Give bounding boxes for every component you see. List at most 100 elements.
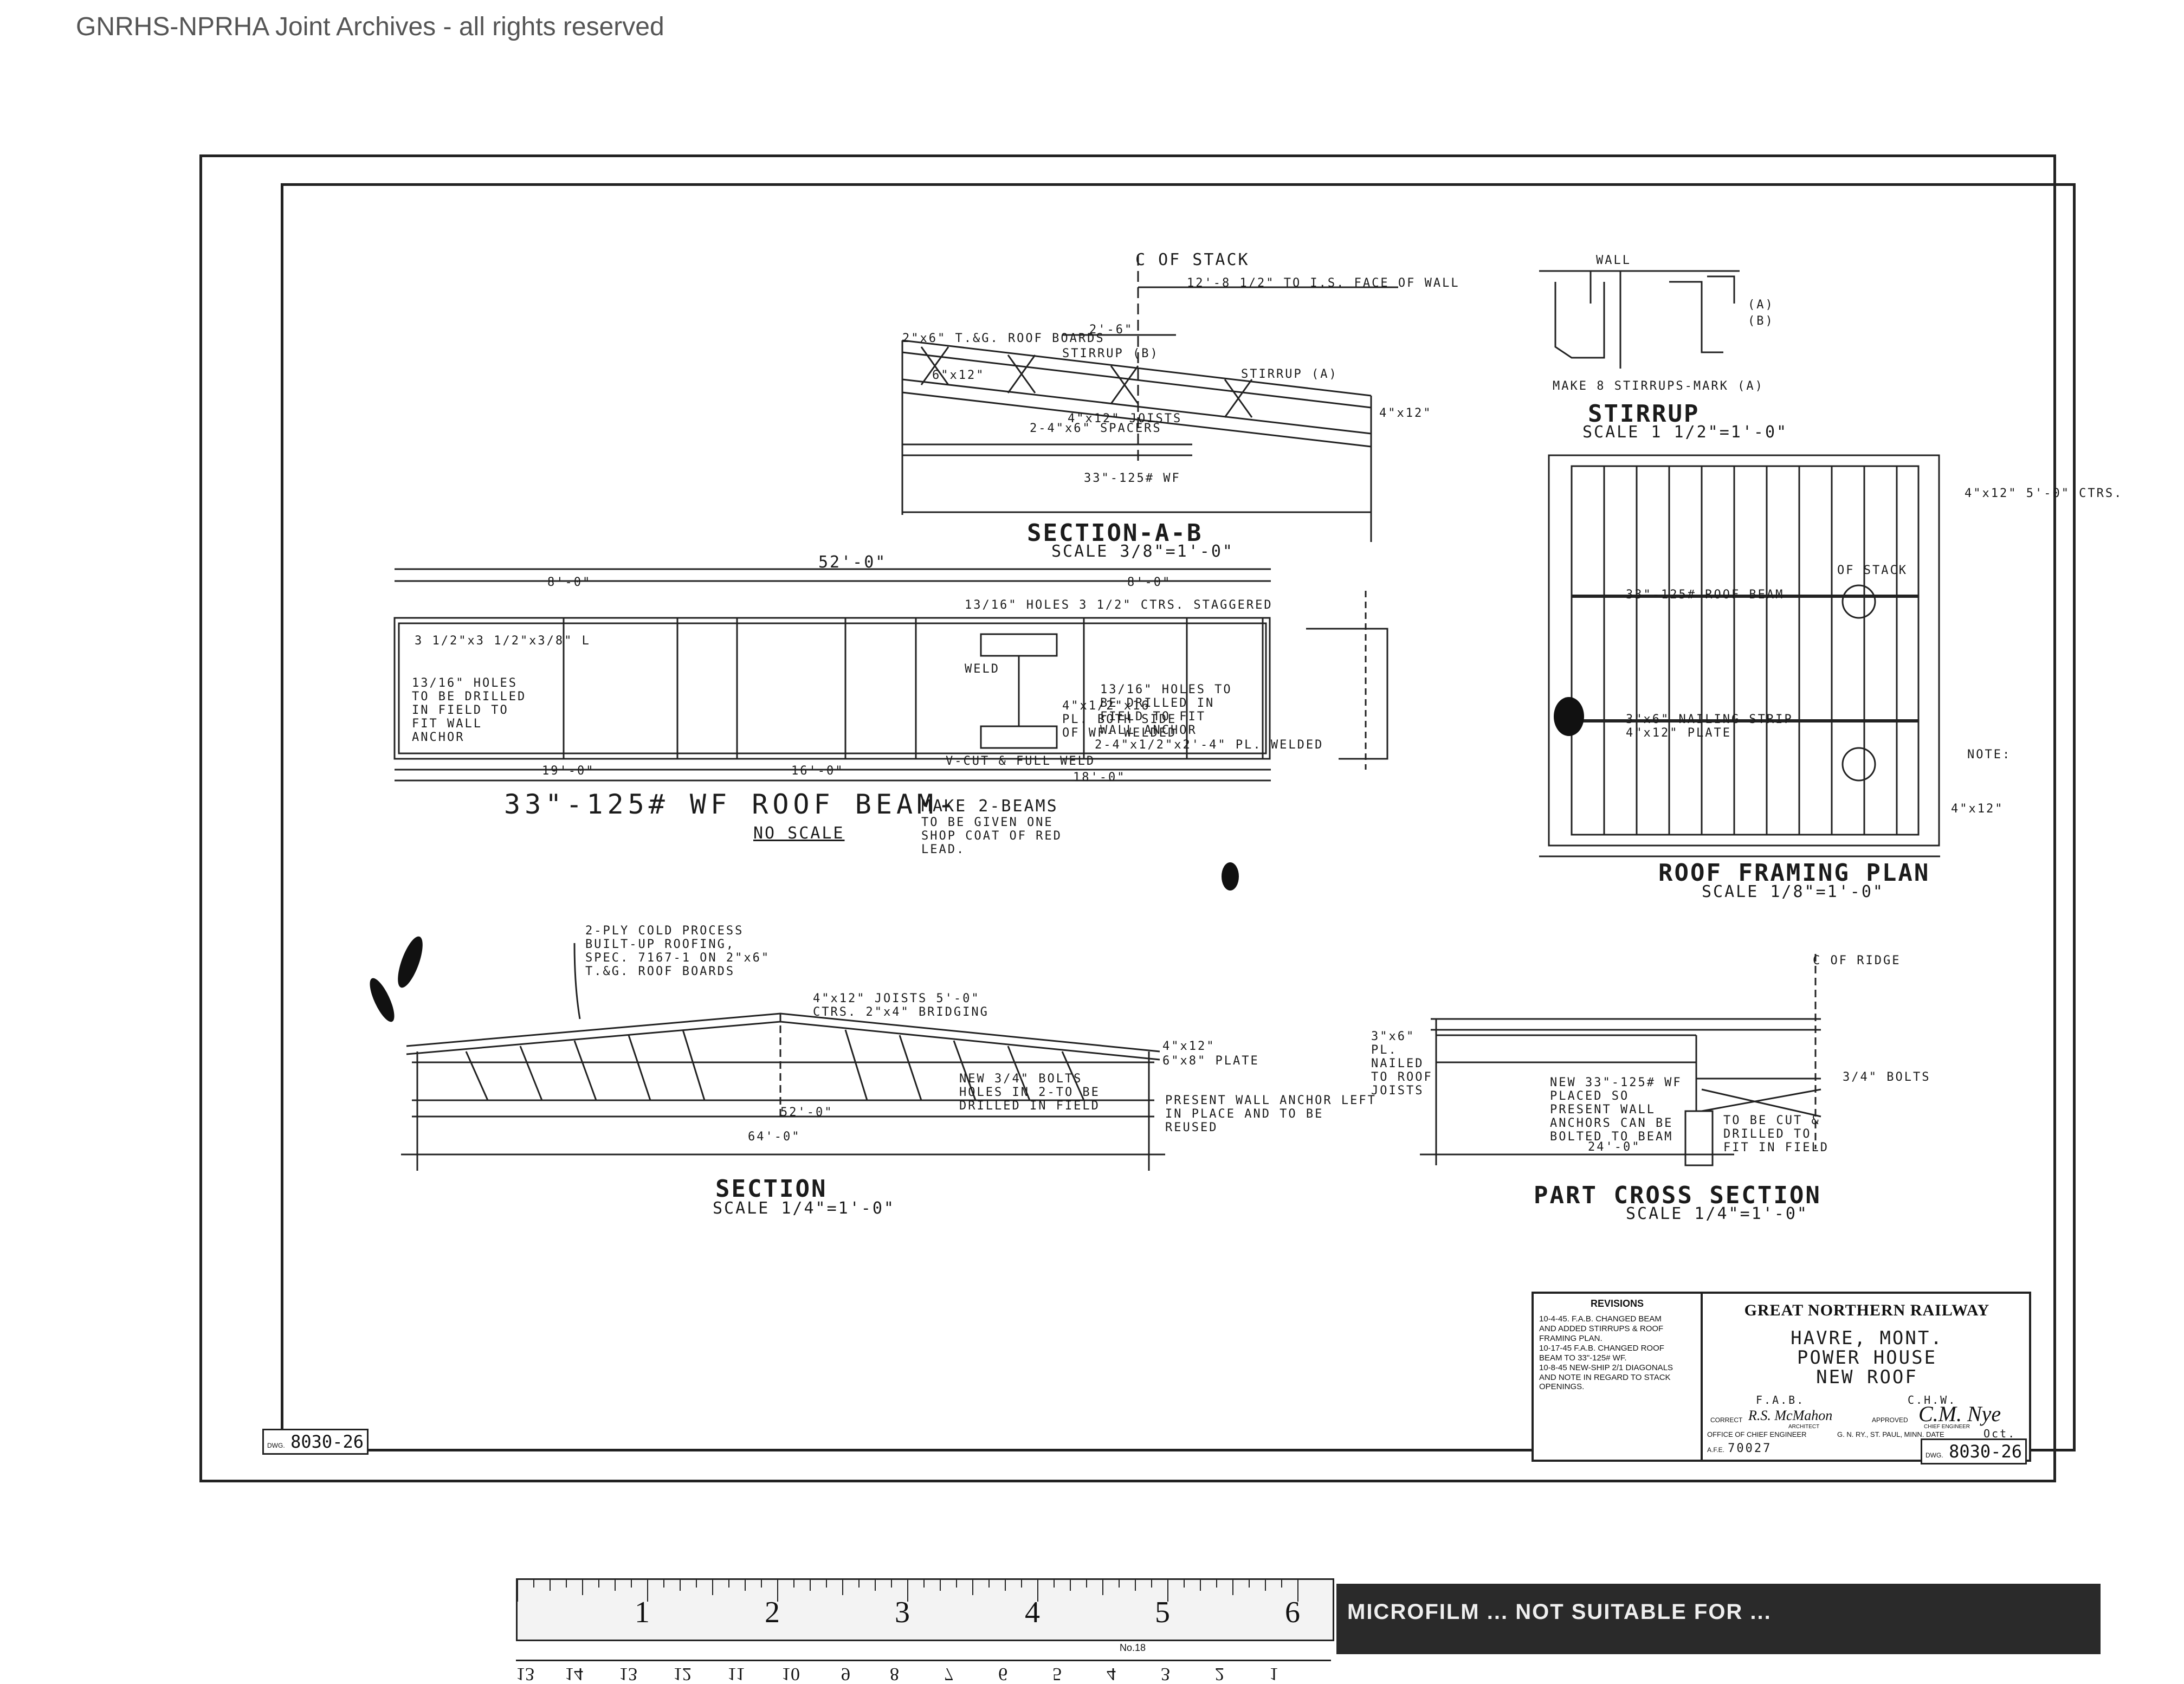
section-ab-note: 12'-8 1/2" TO I.S. FACE OF WALL — [1187, 276, 1460, 290]
ruler-number-lower: 13 — [516, 1664, 534, 1684]
ruler-number-lower: 9 — [841, 1664, 850, 1684]
stirrup-note: (B) — [1748, 314, 1774, 328]
ruler-number: 1 — [635, 1596, 650, 1629]
cross-section-note: 3/4" BOLTS — [1843, 1070, 1931, 1084]
ruler-number: 3 — [895, 1596, 910, 1629]
section-ab-note: 6"x12" — [932, 369, 985, 382]
roof-beam-title: 33"-125# WF ROOF BEAM- — [504, 789, 959, 820]
framing-plan-note: NOTE: — [1967, 748, 2012, 762]
roof-beam-note: 13/16" HOLES TO BE DRILLED IN FIELD TO F… — [412, 676, 527, 744]
sheet-border — [199, 154, 2056, 1482]
section-ab-note: 2'-6" — [1089, 323, 1134, 337]
afe: A.F.E. 70027 — [1707, 1441, 1772, 1455]
cross-section-note: TO BE CUT & DRILLED TO FIT IN FIELD — [1723, 1114, 1829, 1154]
ruler-number-lower: 8 — [890, 1664, 899, 1684]
archive-credit: GNRHS-NPRHA Joint Archives - all rights … — [76, 12, 664, 41]
drawing-number-left: DWG. 8030-26 — [262, 1429, 369, 1455]
framing-plan-note: 4"x12" 5'-0" CTRS. — [1965, 487, 2123, 500]
section-ab-title: SECTION-A-B — [1027, 519, 1203, 547]
cross-section-note: C OF RIDGE — [1813, 954, 1901, 967]
roof-beam-note: WELD — [965, 662, 1000, 676]
stirrup-drawing — [1539, 270, 1740, 369]
ruler-number-lower: 5 — [1052, 1664, 1062, 1684]
revision-line: 10-4-45. F.A.B. CHANGED BEAM — [1539, 1314, 1662, 1324]
microfilm-stamp: MICROFILM ... NOT SUITABLE FOR ... — [1336, 1584, 2101, 1654]
railway-name: GREAT NORTHERN RAILWAY — [1744, 1301, 1990, 1319]
approved-label: APPROVED — [1872, 1416, 1908, 1424]
section-ab-note: 2-4"x6" SPACERS — [1030, 422, 1162, 435]
section-ab-note: 4"x12" JOISTS — [1068, 412, 1183, 425]
revisions-panel: REVISIONS 10-4-45. F.A.B. CHANGED BEAM A… — [1534, 1294, 1703, 1460]
ruler-number-lower: 13 — [619, 1664, 637, 1684]
revision-line: BEAM TO 33"-125# WF. — [1539, 1353, 1627, 1363]
section-ab-note: 33"-125# WF — [1084, 472, 1181, 485]
ruler-number: 6 — [1285, 1596, 1300, 1629]
section-note: NEW 3/4" BOLTS HOLES IN 2-TO BE DRILLED … — [959, 1072, 1100, 1113]
roof-framing-plan-drawing — [1539, 454, 1940, 857]
revision-line: 10-8-45 NEW-SHIP 2/1 DIAGONALS — [1539, 1363, 1673, 1372]
ruler-number: 2 — [765, 1596, 780, 1629]
building-name: POWER HOUSE — [1797, 1347, 1937, 1369]
checked-by: C.H.W. — [1908, 1393, 1957, 1406]
revision-line: AND NOTE IN REGARD TO STACK OPENINGS. — [1539, 1373, 1671, 1391]
cross-section-scale: SCALE 1/4"=1'-0" — [1626, 1204, 1808, 1223]
drawing-number: 8030-26 — [1949, 1441, 2022, 1462]
drawing-number-label: DWG. — [1925, 1451, 1943, 1459]
section-note: 52'-0" — [780, 1106, 833, 1119]
drawn-by: F.A.B. — [1756, 1393, 1805, 1406]
stirrup-title: STIRRUP — [1588, 400, 1700, 428]
roof-beam-note: 16'-0" — [791, 764, 844, 778]
cross-section-note: NEW 33"-125# WF PLACED SO PRESENT WALL A… — [1550, 1076, 1682, 1144]
ruler-number-lower: 1 — [1269, 1664, 1278, 1684]
correct-title: ARCHITECT — [1788, 1424, 1820, 1430]
framing-plan-scale: SCALE 1/8"=1'-0" — [1702, 882, 1884, 901]
ruler-number-lower: 7 — [944, 1664, 953, 1684]
section-ab-note: 2"x6" T.&G. ROOF BOARDS — [902, 332, 1105, 345]
revisions-heading: REVISIONS — [1590, 1298, 1644, 1309]
section-ab-scale: SCALE 3/8"=1'-0" — [1051, 542, 1234, 561]
part-cross-section-drawing — [1420, 954, 1821, 1166]
location: HAVRE, MONT. — [1791, 1327, 1943, 1349]
roof-beam-drawing — [393, 568, 1388, 782]
framing-plan-title: ROOF FRAMING PLAN — [1658, 859, 1930, 887]
ruler-number: 5 — [1155, 1596, 1170, 1629]
framing-plan-note: 4"x12" PLATE — [1626, 726, 1731, 740]
afe-label: A.F.E. — [1707, 1446, 1725, 1454]
framing-plan-note: 3"x6" NAILING STRIP — [1626, 713, 1793, 726]
revision-line: FRAMING PLAN. — [1539, 1334, 1603, 1343]
section-note: 64'-0" — [748, 1130, 801, 1144]
stamp-text: MICROFILM ... NOT SUITABLE FOR ... — [1347, 1600, 1772, 1624]
revision-line: 10-17-45 F.A.B. CHANGED ROOF — [1539, 1344, 1664, 1353]
correct-signature: R.S. McMahon — [1748, 1408, 1833, 1423]
roof-beam-note: 52'-0" — [818, 553, 887, 572]
scale-ruler-lower: 13 14 13 12 11 10 9 8 7 6 5 4 3 2 1 — [516, 1660, 1331, 1684]
approved-title: CHIEF ENGINEER — [1924, 1424, 1970, 1430]
ruler-number-lower: 4 — [1107, 1664, 1116, 1684]
ruler-number-lower: 10 — [781, 1664, 800, 1684]
section-note: 4"x12" JOISTS 5'-0" CTRS. 2"x4" BRIDGING — [813, 992, 989, 1019]
afe-number: 70027 — [1728, 1442, 1772, 1455]
drawing-number-right: DWG. 8030-26 — [1921, 1438, 2027, 1464]
section-note: 4"x12" — [1162, 1040, 1216, 1053]
roof-beam-note: 8'-0" — [547, 576, 592, 589]
stirrup-note: MAKE 8 STIRRUPS-MARK (A) — [1553, 379, 1764, 393]
roof-beam-note: 2-4"x1/2"x2'-4" PL. WELDED — [1095, 738, 1324, 752]
drawing-number-label: DWG. — [267, 1442, 285, 1449]
section-scale: SCALE 1/4"=1'-0" — [713, 1199, 895, 1218]
stirrup-note: (A) — [1748, 298, 1774, 312]
revision-line: AND ADDED STIRRUPS & ROOF — [1539, 1324, 1664, 1333]
ruler-number-lower: 14 — [565, 1664, 583, 1684]
roof-beam-scale: NO SCALE — [753, 824, 845, 843]
roof-beam-make: MAKE 2-BEAMS — [921, 797, 1058, 816]
stirrup-scale: SCALE 1 1/2"=1'-0" — [1582, 423, 1788, 442]
ruler-model: No.18 — [1120, 1642, 1146, 1653]
ruler-number: 4 — [1025, 1596, 1040, 1629]
ruler-number-lower: 12 — [673, 1664, 692, 1684]
approved-signature: C.M. Nye — [1918, 1402, 2001, 1426]
section-note: 6"x8" PLATE — [1162, 1054, 1259, 1068]
ruler-number-lower: 6 — [998, 1664, 1007, 1684]
roof-beam-note: 8'-0" — [1127, 576, 1172, 589]
ruler-number-lower: 3 — [1161, 1664, 1170, 1684]
section-note: 2-PLY COLD PROCESS BUILT-UP ROOFING, SPE… — [585, 924, 771, 978]
